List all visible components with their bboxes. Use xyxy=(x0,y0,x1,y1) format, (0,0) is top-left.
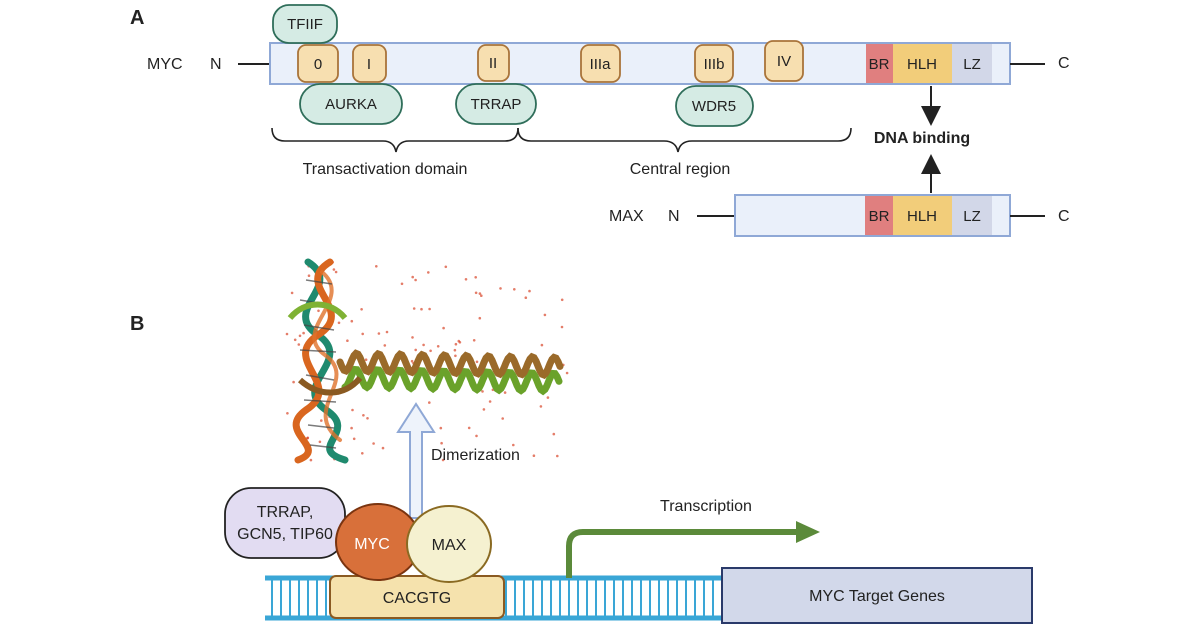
myc-c-terminus: C xyxy=(1058,55,1070,72)
max-c-terminus: C xyxy=(1058,208,1070,225)
myc-lz-label: LZ xyxy=(963,56,981,73)
transcription-arrowhead xyxy=(796,521,820,543)
panel-a-label: A xyxy=(130,7,144,29)
transcription-arrow xyxy=(566,529,798,578)
max-hlh-label: HLH xyxy=(907,208,937,225)
trrap-label: TRRAP xyxy=(471,96,522,113)
aurka-binder xyxy=(299,83,403,125)
mb-ii-box xyxy=(477,44,510,82)
myc-max-dna-structure-image xyxy=(285,258,569,464)
target-genes-box xyxy=(721,567,1033,624)
mb-iiib-box xyxy=(694,44,734,83)
max-protein-text: MAX xyxy=(432,537,467,554)
dimerization-label: Dimerization xyxy=(431,447,520,464)
dimerization-arrow xyxy=(396,402,436,519)
mb-iiia-box xyxy=(580,44,621,83)
central-region-label: Central region xyxy=(630,161,731,178)
panel-b-label: B xyxy=(130,313,144,335)
max-hlh-domain xyxy=(893,196,952,235)
ebox-box xyxy=(329,575,505,619)
mb-iiia-label: IIIa xyxy=(590,56,612,73)
max-br-domain xyxy=(865,196,893,235)
max-lz-domain xyxy=(952,196,992,235)
myc-hlh-domain xyxy=(893,44,952,83)
cofactor-line1: TRRAP, xyxy=(257,504,314,521)
myc-br-label: BR xyxy=(869,56,890,73)
ebox-label: CACGTG xyxy=(383,590,451,607)
cofactor-complex xyxy=(224,487,346,559)
wdr5-binder xyxy=(675,85,754,127)
myc-lz-domain xyxy=(952,44,992,83)
mb-i-label: I xyxy=(367,56,371,73)
myc-br-domain xyxy=(866,44,893,83)
max-protein-label: MAX xyxy=(609,208,644,225)
mb-i-box xyxy=(352,44,387,83)
central-region-brace xyxy=(517,127,852,153)
max-br-label: BR xyxy=(869,208,890,225)
tfiif-label: TFIIF xyxy=(287,16,323,33)
mb-0-box xyxy=(297,44,339,83)
myc-protein-label: MYC xyxy=(147,56,183,73)
max-lz-label: LZ xyxy=(963,208,981,225)
myc-hlh-label: HLH xyxy=(907,56,937,73)
wdr5-label: WDR5 xyxy=(692,98,736,115)
mb-iv-box xyxy=(764,40,804,82)
trrap-binder xyxy=(455,83,537,125)
cofactor-line2: GCN5, TIP60 xyxy=(237,526,333,543)
myc-protein-text: MYC xyxy=(354,536,390,553)
max-protein xyxy=(406,505,492,583)
mb-iiib-label: IIIb xyxy=(704,56,725,73)
dna-binding-label: DNA binding xyxy=(874,130,970,147)
transactivation-label: Transactivation domain xyxy=(303,161,468,178)
target-genes-label: MYC Target Genes xyxy=(809,588,945,605)
mb-ii-label: II xyxy=(489,55,497,72)
mb-0-label: 0 xyxy=(314,56,322,73)
transactivation-brace xyxy=(271,127,519,153)
myc-n-terminus: N xyxy=(210,56,222,73)
max-n-terminus: N xyxy=(668,208,680,225)
mb-iv-label: IV xyxy=(777,53,791,70)
tfiif-binder xyxy=(272,4,338,44)
transcription-label: Transcription xyxy=(660,498,752,515)
aurka-label: AURKA xyxy=(325,96,377,113)
